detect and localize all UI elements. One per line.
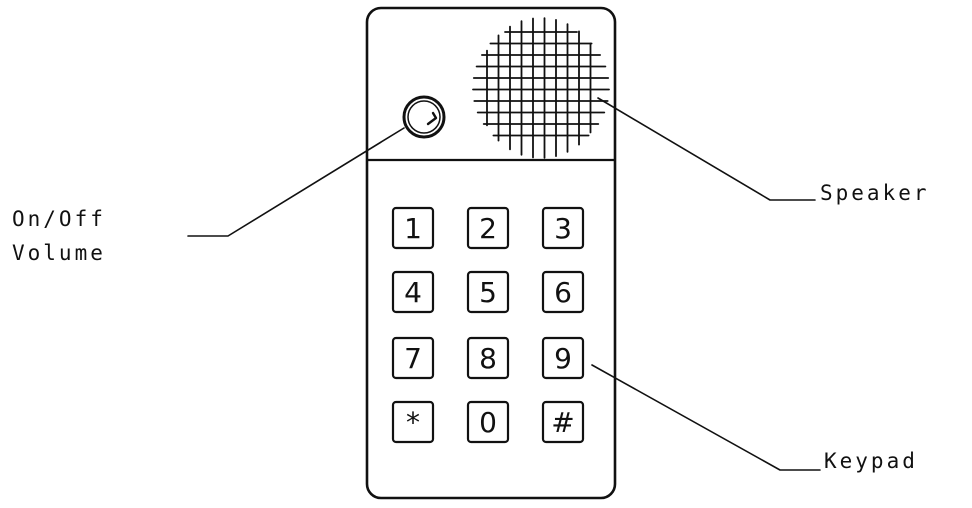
keypad-key: 6	[541, 270, 585, 314]
volume-label-line2: Volume	[12, 241, 106, 265]
keypad-key-label: 6	[554, 276, 572, 309]
keypad-key: 9	[541, 336, 585, 380]
speaker-leader-line	[597, 97, 816, 201]
keypad-key-outline	[391, 336, 435, 380]
keypad-key-label: *	[406, 406, 420, 439]
keypad-key-label: 7	[404, 342, 422, 375]
keypad-key-outline	[391, 270, 435, 314]
volume-label-line1: On/Off	[12, 207, 106, 231]
keypad-key-outline	[391, 400, 435, 444]
keypad-key: 1	[391, 206, 435, 250]
keypad-key: 5	[466, 270, 510, 314]
keypad-key-outline	[466, 400, 510, 444]
keypad-label: Keypad	[824, 449, 918, 473]
volume-leader-line	[187, 127, 405, 237]
keypad-key-label: 9	[554, 342, 572, 375]
keypad-key-outline	[466, 270, 510, 314]
keypad-key-outline	[541, 270, 585, 314]
keypad-leader-line	[591, 364, 821, 471]
keypad-key-label: 5	[479, 276, 497, 309]
keypad-key-label: 0	[479, 406, 497, 439]
keypad-key-label: #	[551, 406, 574, 439]
volume-knob	[402, 95, 446, 139]
keypad-key-outline	[466, 206, 510, 250]
speaker-label: Speaker	[820, 181, 930, 205]
keypad-key-label: 8	[479, 342, 497, 375]
keypad-key-outline	[541, 400, 585, 444]
keypad-key-label: 1	[404, 212, 422, 245]
keypad-key: 7	[391, 336, 435, 380]
keypad-key-outline	[541, 206, 585, 250]
keypad-key-label: 3	[554, 212, 572, 245]
keypad: 1 2 3 4 5 6 7 8 9 * 0 #	[391, 206, 585, 444]
keypad-key: 3	[541, 206, 585, 250]
keypad-key-label: 4	[404, 276, 422, 309]
device-body	[365, 6, 617, 500]
keypad-key: #	[541, 400, 585, 444]
keypad-key-outline	[466, 336, 510, 380]
keypad-key: 2	[466, 206, 510, 250]
keypad-key-outline	[391, 206, 435, 250]
keypad-key: 4	[391, 270, 435, 314]
keypad-key-outline	[541, 336, 585, 380]
keypad-key: 8	[466, 336, 510, 380]
speaker-grille	[472, 17, 610, 159]
keypad-key: 0	[466, 400, 510, 444]
keypad-key: *	[391, 400, 435, 444]
keypad-key-label: 2	[479, 212, 497, 245]
